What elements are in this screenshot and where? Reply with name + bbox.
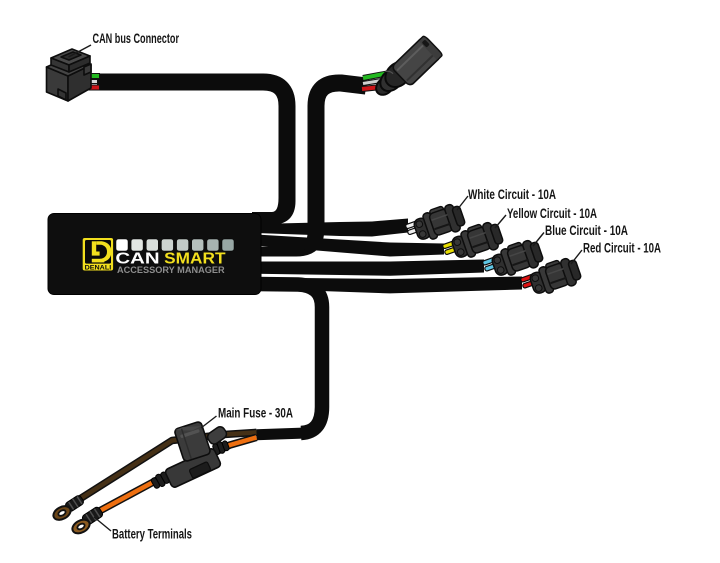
svg-text:Yellow Circuit - 10A: Yellow Circuit - 10A bbox=[507, 206, 597, 221]
svg-text:ACCESSORY MANAGER: ACCESSORY MANAGER bbox=[117, 265, 225, 275]
svg-text:Main Fuse - 30A: Main Fuse - 30A bbox=[218, 406, 293, 421]
svg-text:CAN: CAN bbox=[115, 251, 159, 268]
svg-text:DENALI: DENALI bbox=[85, 264, 112, 271]
svg-text:White Circuit - 10A: White Circuit - 10A bbox=[468, 187, 556, 202]
svg-text:Red Circuit - 10A: Red Circuit - 10A bbox=[583, 241, 661, 256]
svg-text:SMART: SMART bbox=[164, 251, 226, 268]
svg-text:CAN bus Connector: CAN bus Connector bbox=[93, 31, 180, 46]
svg-text:Battery Terminals: Battery Terminals bbox=[112, 527, 192, 542]
svg-text:Blue Circuit - 10A: Blue Circuit - 10A bbox=[545, 223, 628, 238]
